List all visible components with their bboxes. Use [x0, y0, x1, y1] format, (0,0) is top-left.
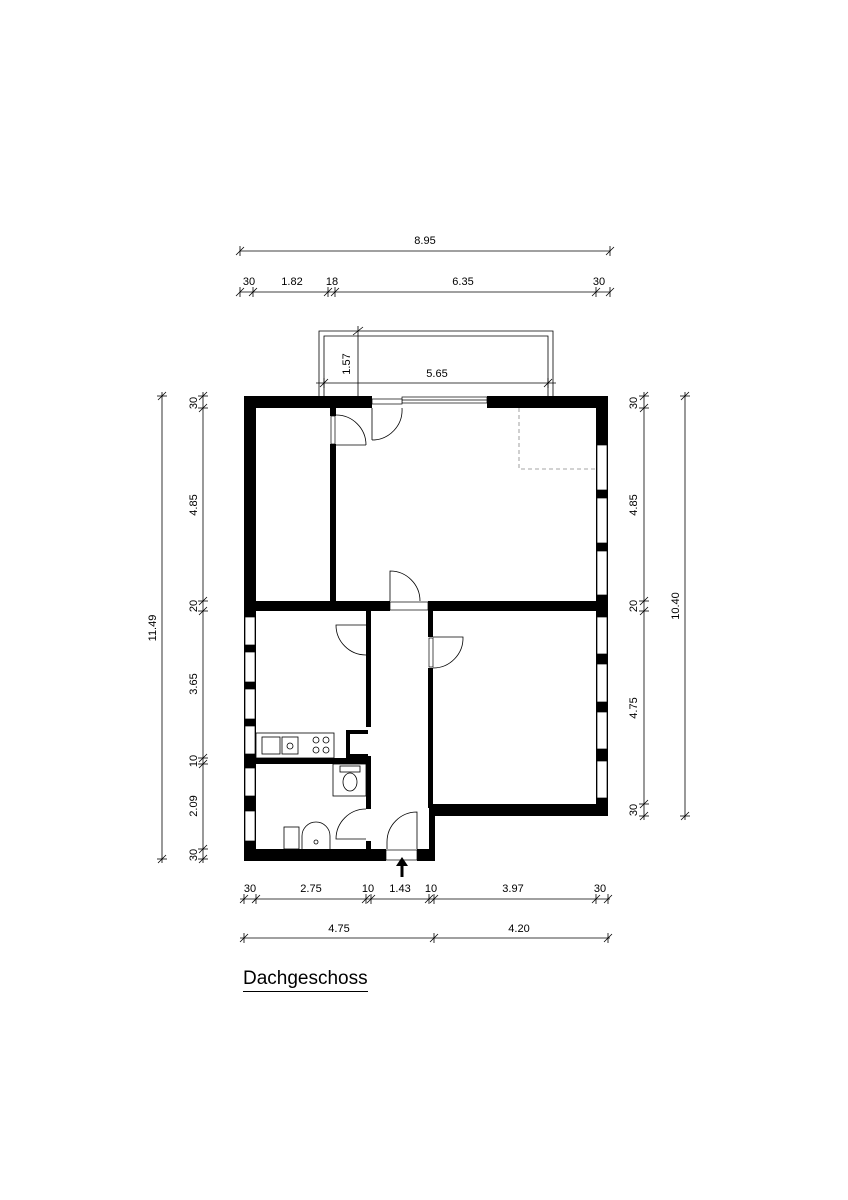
right-dimension-chain: 30 4.85 20 4.75 30 10.40 — [628, 391, 690, 821]
dim-left-part-6: 2.09 — [188, 795, 200, 816]
dim-left-part-1: 30 — [188, 397, 200, 409]
dim-right-part-3: 20 — [628, 600, 640, 612]
dim-top-total: 8.95 — [414, 235, 435, 247]
dim-top-part-5: 30 — [593, 276, 605, 288]
dim-bottom-part-6: 3.97 — [502, 883, 523, 895]
dim-left-part-4: 3.65 — [188, 673, 200, 694]
left-dimension-chain: 11.49 30 4.85 20 3.65 10 2.09 30 — [147, 391, 208, 864]
dim-top-part-3: 18 — [326, 276, 338, 288]
dim-right-part-4: 4.75 — [628, 697, 640, 718]
balcony: 1.57 5.65 — [316, 326, 556, 396]
dim-right-part-5: 30 — [628, 804, 640, 816]
windows — [244, 396, 608, 842]
doors — [330, 398, 464, 861]
kitchen-counter — [255, 732, 335, 759]
dim-left-part-3: 20 — [188, 600, 200, 612]
roof-slope-outline — [518, 408, 596, 470]
dim-bottom-part-4: 1.43 — [389, 883, 410, 895]
walls — [244, 396, 608, 861]
dim-left-part-2: 4.85 — [188, 494, 200, 515]
dim-bottom-total-left: 4.75 — [328, 923, 349, 935]
entrance-arrow-icon — [396, 857, 408, 877]
dim-top-part-4: 6.35 — [452, 276, 473, 288]
dim-bottom-part-1: 30 — [244, 883, 256, 895]
bottom-dimension-chain: 30 2.75 10 1.43 10 3.97 30 4.75 4.20 — [239, 883, 613, 943]
floor-title: Dachgeschoss — [243, 968, 368, 992]
dim-bottom-part-7: 30 — [594, 883, 606, 895]
dim-bottom-part-2: 2.75 — [300, 883, 321, 895]
washbasin — [283, 821, 331, 850]
dim-right-total: 10.40 — [670, 592, 682, 620]
dim-balcony-width: 5.65 — [426, 368, 447, 380]
dim-balcony-depth: 1.57 — [341, 353, 353, 374]
dim-top-part-2: 1.82 — [281, 276, 302, 288]
dim-top-part-1: 30 — [243, 276, 255, 288]
dim-left-total: 11.49 — [147, 615, 159, 642]
dim-bottom-part-5: 10 — [425, 883, 437, 895]
dim-right-part-2: 4.85 — [628, 494, 640, 515]
top-dimension-chain: 8.95 30 1.82 18 6.35 30 — [235, 235, 615, 297]
dim-bottom-part-3: 10 — [362, 883, 374, 895]
dim-left-part-5: 10 — [188, 755, 200, 767]
dim-bottom-total-right: 4.20 — [508, 923, 529, 935]
dim-right-part-1: 30 — [628, 397, 640, 409]
toilet — [332, 763, 367, 797]
dim-left-part-7: 30 — [188, 849, 200, 861]
